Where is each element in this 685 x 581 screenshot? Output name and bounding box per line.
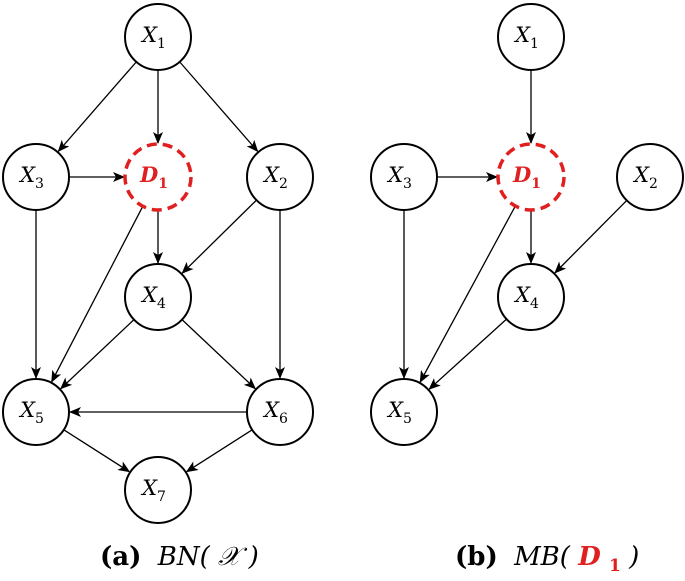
b-node-circle-x4 [497,263,565,331]
a-node-d1: D1 [123,142,193,212]
a-node-circle-d1 [123,142,193,212]
a-edge-x1-to-x3 [57,61,137,153]
a-node-label-x5: X5 [18,398,44,427]
a-node-x3: X3 [2,143,70,211]
caption-a-close: ) [248,542,259,572]
caption-b-symbol-sub: 1 [609,556,621,576]
a-node-x7: X7 [124,456,192,524]
a-node-label-x1: X1 [140,23,166,52]
a-node-label-x6: X6 [262,398,288,427]
a-node-circle-x3 [2,143,70,211]
a-node-label-x2: X2 [262,163,288,192]
a-edge-x1-to-x2 [179,61,259,153]
b-node-circle-x3 [370,143,438,211]
b-node-x3: X3 [370,143,438,211]
b-edge-x4-to-x5 [428,318,507,390]
caption-a: (a) BN( 𝒳 ) [100,542,259,572]
b-edge-d1-to-x5 [419,205,516,383]
a-edge-x4-to-x6 [181,319,256,390]
a-node-label-x7: X7 [140,476,166,505]
a-node-x2: X2 [246,143,314,211]
b-node-circle-x2 [616,143,684,211]
b-edge-x2-to-x4 [554,199,628,274]
b-node-x1: X1 [497,3,565,71]
b-node-label-x4: X4 [513,283,539,312]
a-edge-x5-to-x7 [63,429,131,473]
b-node-label-d1: D1 [512,162,541,192]
a-node-label-d1: D1 [139,162,168,192]
a-node-x1: X1 [124,3,192,71]
a-node-x5: X5 [2,378,70,446]
b-node-d1: D1 [496,142,566,212]
caption-b-math: MB( [513,542,571,572]
caption-a-math: BN( [157,542,211,572]
a-node-circle-x2 [246,143,314,211]
b-node-label-x5: X5 [386,398,412,427]
a-node-x6: X6 [246,378,314,446]
a-node-circle-x7 [124,456,192,524]
caption-b: (b) MB( D 1 ) [455,542,639,578]
a-node-circle-x4 [124,263,192,331]
b-node-x2: X2 [616,143,684,211]
a-edge-x6-to-x7 [185,429,253,473]
b-node-x4: X4 [497,263,565,331]
caption-b-prefix: (b) [455,542,498,572]
a-node-circle-x6 [246,378,314,446]
a-node-circle-x5 [2,378,70,446]
caption-b-symbol: D [577,542,601,572]
a-node-x4: X4 [124,263,192,331]
b-node-label-x2: X2 [632,163,658,192]
b-node-label-x3: X3 [386,163,412,192]
b-node-circle-d1 [496,142,566,212]
a-edge-d1-to-x5 [51,205,144,383]
a-node-circle-x1 [124,3,192,71]
a-edge-x2-to-x4 [181,199,257,274]
a-node-label-x3: X3 [18,163,44,192]
b-node-circle-x1 [497,3,565,71]
a-edge-x4-to-x5 [60,319,135,390]
b-node-label-x1: X1 [513,23,539,52]
b-node-x5: X5 [370,378,438,446]
caption-a-symbol: 𝒳 [218,542,248,572]
a-node-label-x4: X4 [140,283,166,312]
caption-a-prefix: (a) [100,542,141,572]
b-node-circle-x5 [370,378,438,446]
caption-b-close: ) [628,542,639,572]
